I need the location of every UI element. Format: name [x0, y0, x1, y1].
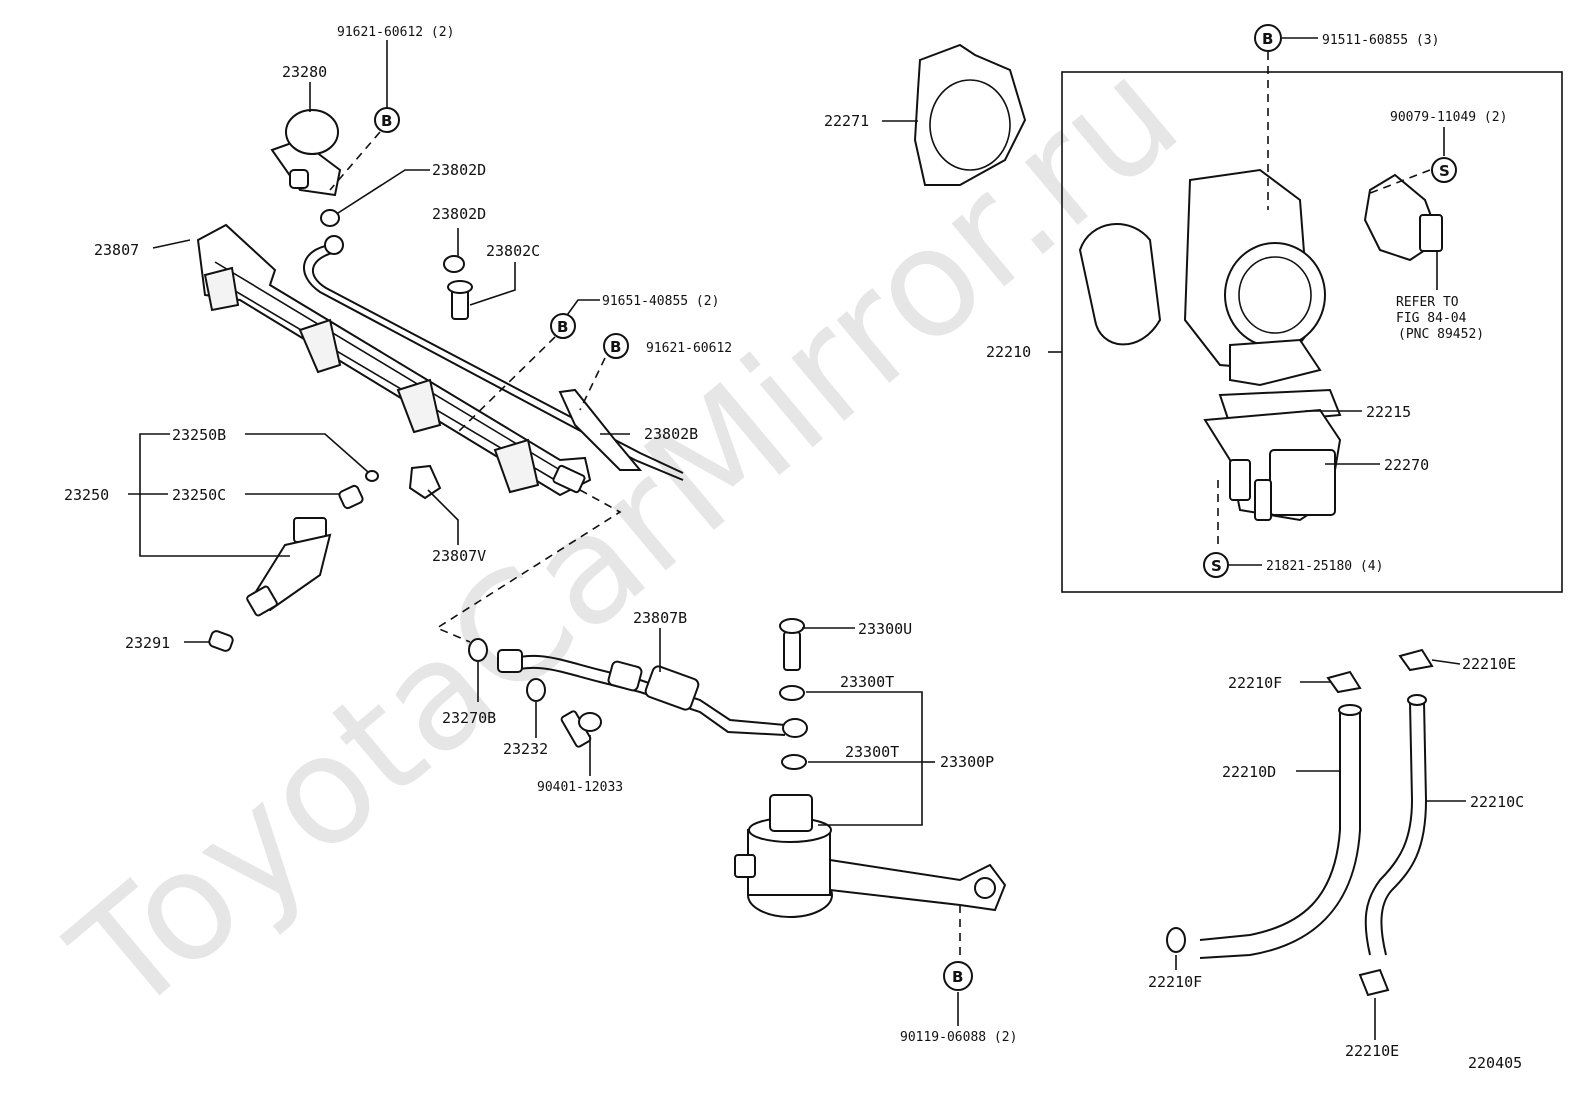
svg-text:S: S	[1439, 162, 1450, 180]
clip-22210f-a	[1326, 670, 1362, 694]
label-23802d-b: 23802D	[432, 205, 486, 223]
watermark: ToyotaCarMirror.ru	[41, 27, 1211, 1048]
label-23250b: 23250B	[172, 426, 226, 444]
label-22210c: 22210C	[1470, 793, 1524, 811]
label-refer-line2: FIG 84-04	[1396, 311, 1467, 326]
label-refer-line3: (PNC 89452)	[1398, 327, 1484, 342]
callout-b-1: B	[374, 107, 400, 133]
gasket-23300t-a	[779, 685, 805, 701]
o-ring-23802d-a	[320, 209, 340, 227]
label-23300p: 23300P	[940, 753, 994, 771]
label-22210f-a: 22210F	[1228, 674, 1282, 692]
label-91621-60612-top: 91621-60612 (2)	[337, 25, 454, 40]
label-23300t-a: 23300T	[840, 673, 894, 691]
label-refer-line1: REFER TO	[1396, 295, 1459, 310]
label-22215: 22215	[1366, 403, 1411, 421]
gasket-22271-bore	[929, 79, 1011, 171]
label-22210: 22210	[986, 343, 1031, 361]
label-23802c: 23802C	[486, 242, 540, 260]
gasket-23300t-b	[781, 754, 807, 770]
throttle-body-group-frame	[1061, 71, 1563, 593]
clip-22210f-b	[1166, 927, 1186, 953]
label-23807: 23807	[94, 241, 139, 259]
fuel-hose-23807b	[497, 649, 808, 738]
label-90401-12033: 90401-12033	[537, 780, 623, 795]
pulsation-damper-23280	[270, 109, 342, 197]
label-23807v: 23807V	[432, 547, 486, 565]
gasket-23232	[526, 678, 546, 702]
bolt-23300u	[779, 618, 805, 671]
label-23807b: 23807B	[633, 609, 687, 627]
callout-s-2: S	[1203, 552, 1229, 578]
fuel-injector-23250	[246, 517, 332, 617]
label-21821-25180: 21821-25180 (4)	[1266, 559, 1383, 574]
label-22210d: 22210D	[1222, 763, 1276, 781]
label-22210f-b: 22210F	[1148, 973, 1202, 991]
throttle-position-sensor	[1363, 173, 1443, 262]
label-90119-06088: 90119-06088 (2)	[900, 1030, 1017, 1045]
gasket-22271	[913, 43, 1027, 186]
label-23300u: 23300U	[858, 620, 912, 638]
part-number-labels: 91621-60612 (2) 23280 23802D 23802D 2380…	[64, 25, 1524, 1072]
pressure-regulator-23300p	[734, 794, 1007, 918]
callout-b-4: B	[943, 961, 973, 991]
figure-number: 220405	[1468, 1054, 1522, 1072]
clip-22210e-a	[1398, 648, 1434, 672]
svg-text:B: B	[381, 112, 392, 130]
label-91651-40855: 91651-40855 (2)	[602, 294, 719, 309]
svg-text:S: S	[1211, 557, 1222, 575]
label-90079-11049: 90079-11049 (2)	[1390, 110, 1507, 125]
callout-b-2: B	[550, 313, 576, 339]
label-23802d-a: 23802D	[432, 161, 486, 179]
svg-text:B: B	[952, 968, 963, 986]
label-22270: 22270	[1384, 456, 1429, 474]
label-22271: 22271	[824, 112, 869, 130]
label-23300t-b: 23300T	[845, 743, 899, 761]
gasket-23802d-b	[443, 255, 465, 273]
svg-text:B: B	[557, 318, 568, 336]
label-22210e-a: 22210E	[1462, 655, 1516, 673]
label-22210e-b: 22210E	[1345, 1042, 1399, 1060]
cap-23291	[208, 630, 234, 652]
label-91621-60612-mid: 91621-60612	[646, 341, 732, 356]
union-bolt-90401-12033	[560, 710, 602, 748]
label-23802b: 23802B	[644, 425, 698, 443]
idle-air-control-valve-22270	[1203, 408, 1342, 522]
callout-b-5: B	[1254, 24, 1282, 52]
throttle-body-22210	[1078, 168, 1326, 387]
leader-lines	[128, 37, 1466, 1040]
callout-s-1: S	[1431, 157, 1457, 183]
svg-text:B: B	[610, 338, 621, 356]
insulator-23807v	[408, 464, 442, 500]
o-ring-23250b	[365, 470, 379, 482]
label-91511-60855: 91511-60855 (3)	[1322, 33, 1439, 48]
label-23250: 23250	[64, 486, 109, 504]
label-23250c: 23250C	[172, 486, 226, 504]
label-23232: 23232	[503, 740, 548, 758]
hose-22210c	[1364, 694, 1428, 956]
fuel-rail-23807	[196, 223, 592, 497]
union-bolt-23802c	[447, 280, 473, 320]
clip-22210e-b	[1358, 968, 1390, 997]
svg-text:B: B	[1262, 30, 1273, 48]
label-23291: 23291	[125, 634, 170, 652]
label-23270b: 23270B	[442, 709, 496, 727]
callout-b-3: B	[603, 333, 629, 359]
hose-22210d	[1199, 704, 1362, 959]
label-23280: 23280	[282, 63, 327, 81]
grommet-23250c	[338, 484, 364, 510]
gasket-23270b	[468, 638, 488, 662]
